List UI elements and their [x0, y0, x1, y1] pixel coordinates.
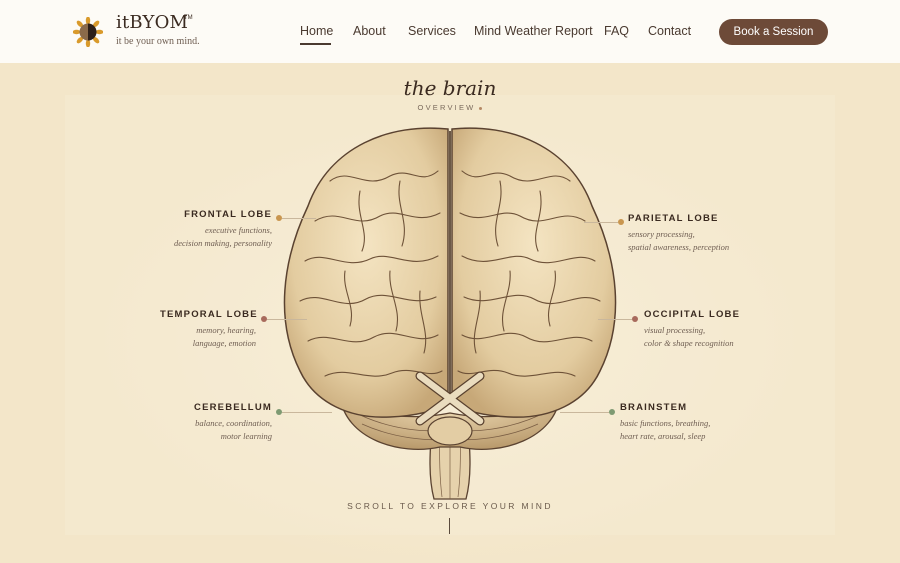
hero-subtitle: OVERVIEW	[0, 103, 900, 112]
temporal-lobe-marker-dot	[261, 316, 267, 322]
cerebellum-marker-dot	[276, 409, 282, 415]
hero-title: the brain	[403, 76, 497, 100]
occipital-lobe-marker-dot	[632, 316, 638, 322]
region-desc-line-2: language, emotion	[192, 338, 256, 348]
frontal-lobe-connector	[282, 218, 316, 219]
nav-about[interactable]: About	[353, 24, 386, 38]
label-frontal-lobe[interactable]: FRONTAL LOBE executive functions, decisi…	[170, 209, 272, 250]
trademark-mark: TM	[184, 15, 193, 21]
region-desc-line-2: heart rate, arousal, sleep	[620, 431, 706, 441]
region-name: FRONTAL LOBE	[184, 209, 272, 220]
region-desc-line-1: basic functions, breathing,	[620, 418, 711, 428]
region-desc-line-2: decision making, personality	[174, 238, 272, 248]
nav-contact[interactable]: Contact	[648, 24, 692, 38]
scroll-hint[interactable]: SCROLL TO EXPLORE YOUR MIND	[347, 501, 553, 511]
book-session-button[interactable]: Book a Session	[719, 19, 828, 45]
region-desc-line-2: spatial awareness, perception	[628, 242, 730, 252]
nav-home[interactable]: Home	[300, 24, 334, 38]
region-desc-line-2: color & shape recognition	[644, 338, 734, 348]
region-name: BRAINSTEM	[620, 402, 688, 413]
cerebellum-connector	[282, 412, 332, 413]
region-name: TEMPORAL LOBE	[160, 309, 258, 320]
region-desc-line-2: motor learning	[220, 431, 272, 441]
brain-illustration	[283, 127, 617, 500]
temporal-lobe-connector	[267, 319, 307, 320]
nav-services[interactable]: Services	[408, 24, 456, 38]
brain-hero: the brain OVERVIEW	[0, 63, 900, 563]
region-desc-line-1: executive functions,	[204, 225, 272, 235]
label-cerebellum[interactable]: CEREBELLUM balance, coordination, motor …	[180, 402, 272, 443]
scroll-indicator-line	[449, 518, 450, 534]
label-occipital-lobe[interactable]: OCCIPITAL LOBE visual processing, color …	[644, 309, 740, 350]
subtitle-dot-icon	[479, 106, 483, 110]
hero-subtitle-text: OVERVIEW	[417, 103, 476, 112]
region-desc-line-1: balance, coordination,	[195, 418, 272, 428]
sunflower-logo-icon[interactable]	[73, 17, 103, 47]
region-name: PARIETAL LOBE	[628, 213, 719, 224]
label-temporal-lobe[interactable]: TEMPORAL LOBE memory, hearing, language,…	[160, 309, 258, 350]
brand-name[interactable]: itBYOM	[116, 12, 189, 33]
nav-mind-weather-report[interactable]: Mind Weather Report	[474, 24, 593, 38]
region-desc-line-1: memory, hearing,	[196, 325, 256, 335]
brainstem-marker-dot	[609, 409, 615, 415]
frontal-lobe-marker-dot	[276, 215, 282, 221]
occipital-lobe-connector	[598, 319, 632, 320]
label-brainstem[interactable]: BRAINSTEM basic functions, breathing, he…	[620, 402, 710, 443]
parietal-lobe-marker-dot	[618, 219, 624, 225]
nav-faq[interactable]: FAQ	[604, 24, 630, 38]
region-desc-line-1: visual processing,	[644, 325, 706, 335]
region-name: OCCIPITAL LOBE	[644, 309, 741, 320]
brand-tagline: it be your own mind.	[116, 36, 200, 47]
brainstem-connector	[560, 412, 609, 413]
site-header: itBYOM TM it be your own mind. Home Abou…	[0, 0, 900, 63]
label-parietal-lobe[interactable]: PARIETAL LOBE sensory processing, spatia…	[628, 213, 729, 254]
parietal-lobe-connector	[584, 222, 618, 223]
nav-active-underline	[300, 43, 331, 45]
region-desc-line-1: sensory processing,	[628, 229, 695, 239]
region-name: CEREBELLUM	[194, 402, 272, 413]
